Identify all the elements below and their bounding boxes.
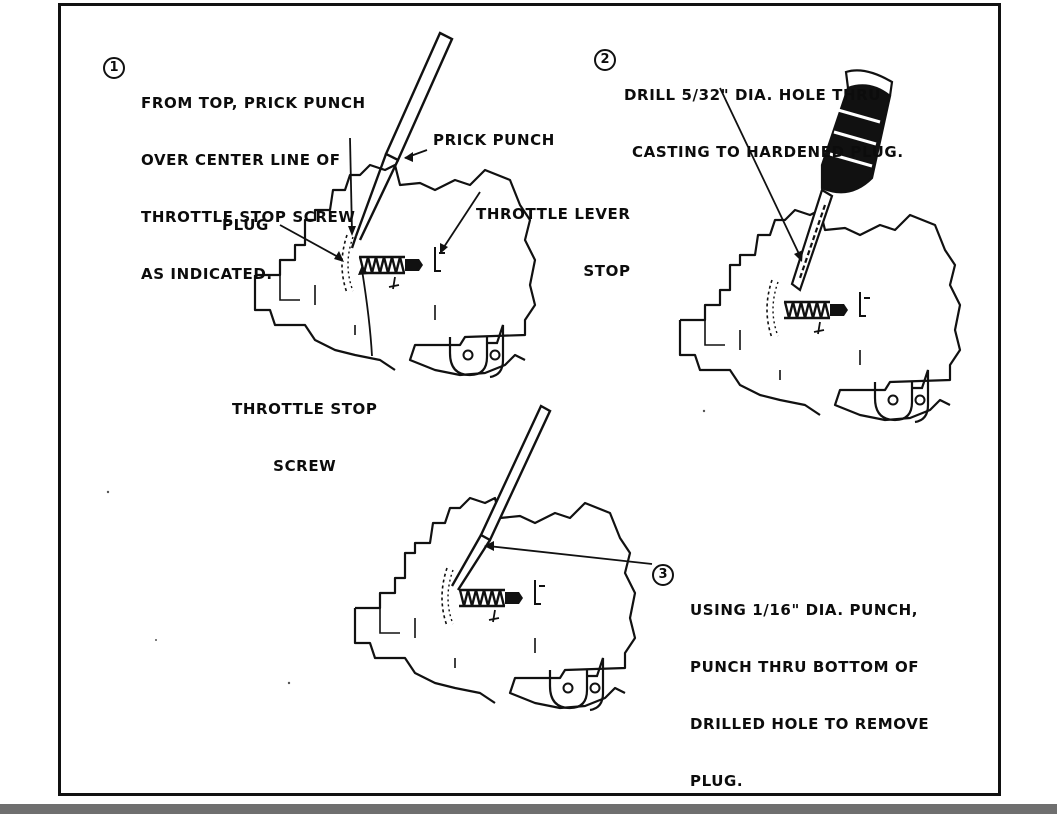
callout-throttle-stop-screw: THROTTLE STOP SCREW bbox=[232, 362, 378, 514]
step-3-number: 3 bbox=[652, 564, 674, 586]
step-2-line-2: CASTING TO HARDENED PLUG. bbox=[632, 143, 904, 161]
step-1-line-1: FROM TOP, PRICK PUNCH bbox=[141, 94, 366, 112]
step-1-number: 1 bbox=[103, 57, 125, 79]
callout-throttle-lever-stop-line-1: THROTTLE LEVER bbox=[476, 205, 631, 223]
removal-punch-tool bbox=[450, 404, 552, 591]
step-3-line-1: USING 1/16" DIA. PUNCH, bbox=[690, 601, 919, 619]
step-3-line-3: DRILLED HOLE TO REMOVE bbox=[690, 715, 930, 733]
callout-throttle-stop-screw-line-1: THROTTLE STOP bbox=[232, 400, 378, 418]
callout-throttle-lever-stop-line-2: STOP bbox=[583, 262, 631, 280]
illustration-step-2 bbox=[678, 208, 962, 424]
step-1-instructions: FROM TOP, PRICK PUNCH OVER CENTER LINE O… bbox=[141, 56, 366, 322]
step-2-number: 2 bbox=[594, 49, 616, 71]
step-3-line-4: PLUG. bbox=[690, 772, 744, 790]
callout-plug: PLUG bbox=[222, 216, 269, 234]
step-1-line-2: OVER CENTER LINE OF bbox=[141, 151, 341, 169]
scan-bottom-edge bbox=[0, 804, 1057, 814]
step-2-line-1: DRILL 5/32" DIA. HOLE THRU bbox=[624, 86, 882, 104]
step-1-line-3: THROTTLE STOP SCREW bbox=[141, 208, 356, 226]
step-1-line-4: AS INDICATED. bbox=[141, 265, 273, 283]
callout-throttle-lever-stop: THROTTLE LEVER STOP bbox=[476, 167, 631, 319]
prick-punch-tool bbox=[350, 31, 454, 249]
callout-prick-punch: PRICK PUNCH bbox=[433, 131, 555, 149]
diagram-frame bbox=[58, 3, 1001, 796]
callout-throttle-stop-screw-line-2: SCREW bbox=[273, 457, 337, 475]
step-3-line-2: PUNCH THRU BOTTOM OF bbox=[690, 658, 920, 676]
step-2-instructions: DRILL 5/32" DIA. HOLE THRU CASTING TO HA… bbox=[624, 48, 904, 200]
step-3-instructions: USING 1/16" DIA. PUNCH, PUNCH THRU BOTTO… bbox=[690, 563, 929, 829]
